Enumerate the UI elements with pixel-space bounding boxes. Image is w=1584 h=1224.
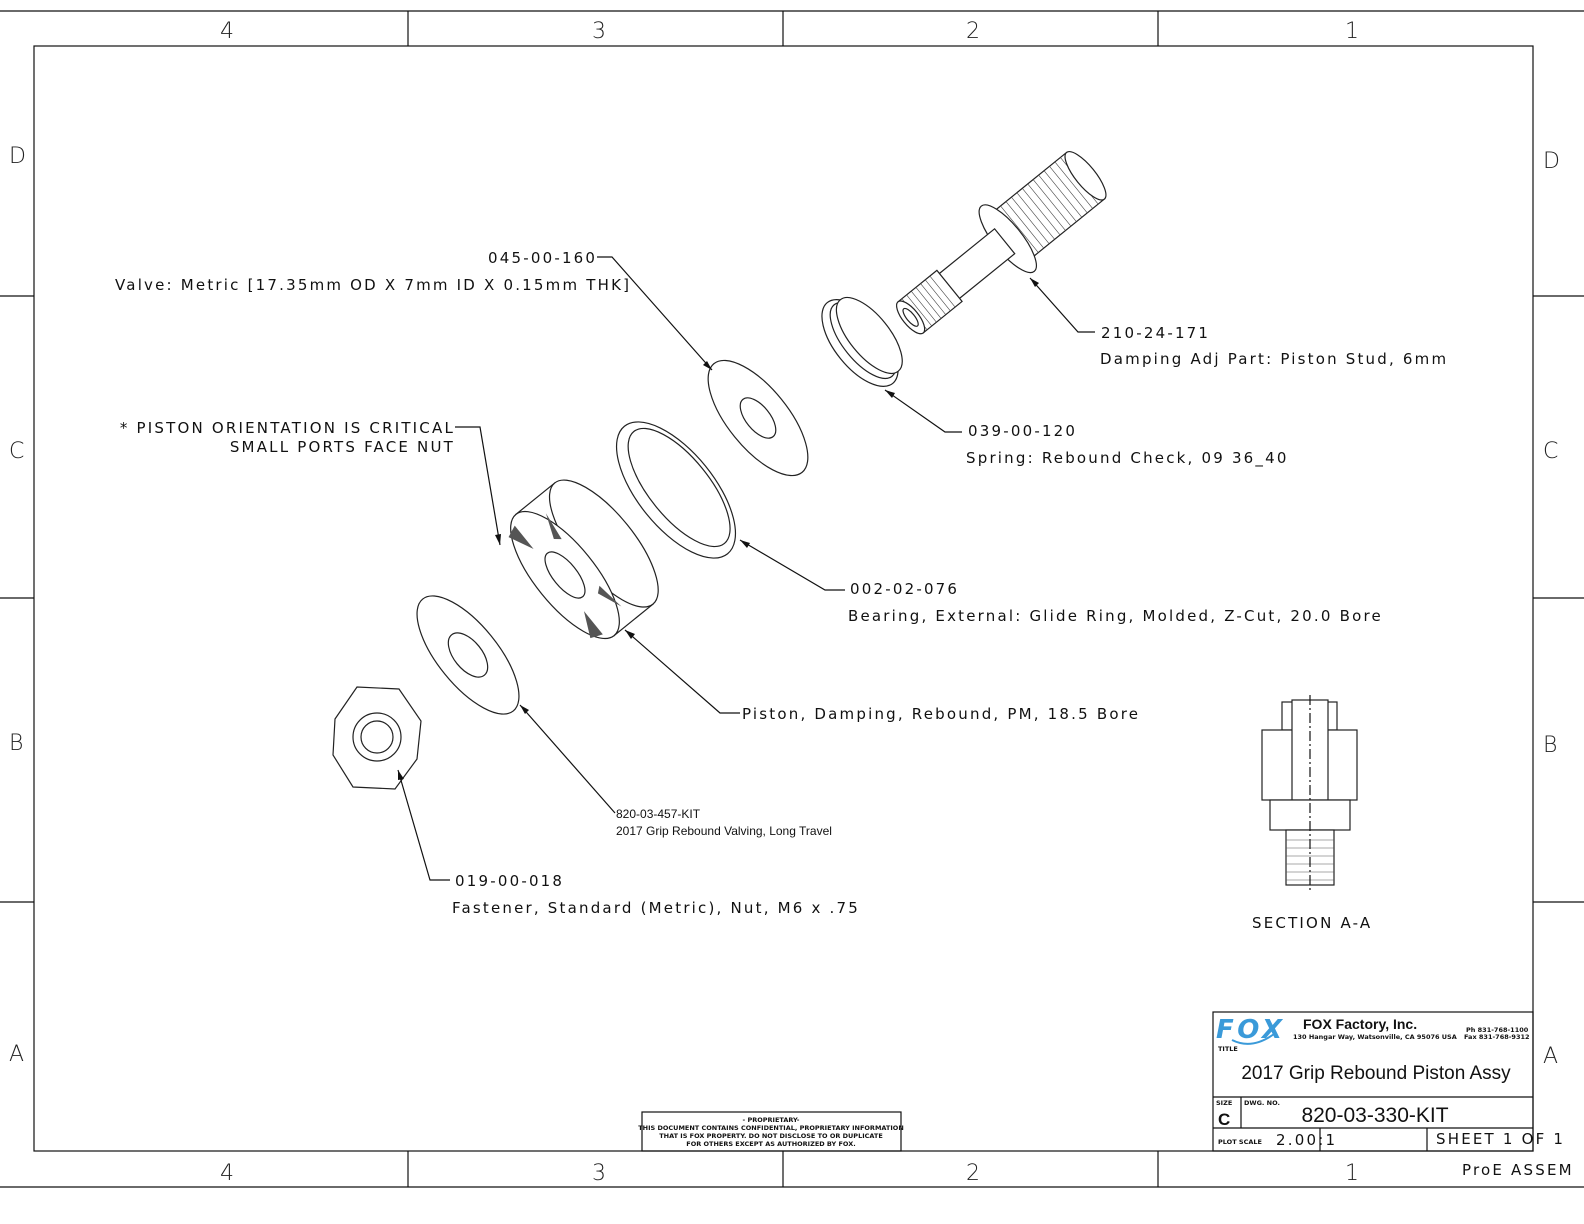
callout-description: Damping Adj Part: Piston Stud, 6mm: [1100, 350, 1448, 368]
svg-text:THIS DOCUMENT CONTAINS CONFIDE: THIS DOCUMENT CONTAINS CONFIDENTIAL, PRO…: [638, 1124, 904, 1132]
zone-row: C: [1543, 439, 1558, 464]
cad-source: ProE ASSEM: [1462, 1161, 1574, 1179]
drawing-size: C: [1218, 1110, 1230, 1129]
title-label: TITLE: [1218, 1045, 1238, 1053]
drawing-frame: [0, 10, 1584, 1188]
callout-part-number: 039-00-120: [968, 422, 1077, 440]
section-view: [1261, 695, 1358, 890]
zone-row: D: [1543, 149, 1560, 174]
drawing-number: 820-03-330-KIT: [1301, 1104, 1448, 1127]
company-name: FOX Factory, Inc.: [1303, 1016, 1417, 1032]
callout-part-number: 210-24-171: [1101, 324, 1210, 342]
zone-row: B: [9, 731, 23, 756]
zone-row: C: [9, 439, 24, 464]
svg-text:THAT IS FOX PROPERTY. DO NOT: THAT IS FOX PROPERTY. DO NOT DISCLOSE TO…: [659, 1132, 883, 1140]
section-label: SECTION A-A: [1252, 914, 1372, 932]
sheet-number: SHEET 1 OF 1: [1436, 1130, 1565, 1148]
company-phone: Ph 831-768-1100: [1466, 1026, 1529, 1034]
orientation-note: SMALL PORTS FACE NUT: [230, 438, 455, 456]
leader-lines: [397, 256, 1095, 881]
check-spring: [821, 296, 903, 387]
zone-col: 3: [592, 19, 606, 44]
zone-col: 4: [220, 1161, 234, 1186]
callout-part-number: 820-03-457-KIT: [616, 807, 701, 821]
zone-col: 1: [1345, 19, 1359, 44]
company-fax: Fax 831-768-9312: [1464, 1033, 1530, 1041]
callout-part-number: 045-00-160: [488, 249, 597, 267]
svg-text:PLOT SCALE: PLOT SCALE: [1218, 1138, 1262, 1146]
zone-col: 3: [592, 1161, 606, 1186]
fox-logo: FOX: [1216, 1015, 1284, 1045]
orientation-note: * PISTON ORIENTATION IS CRITICAL: [120, 419, 455, 437]
zone-col: 2: [966, 1161, 980, 1186]
drawing-title: 2017 Grip Rebound Piston Assy: [1241, 1063, 1511, 1084]
callout-description: Bearing, External: Glide Ring, Molded, Z…: [848, 607, 1383, 625]
proprietary-notice: - PROPRIETARY- THIS DOCUMENT CONTAINS CO…: [638, 1111, 904, 1152]
svg-text:FOR OTHERS EXCEPT AS AUTHORIZE: FOR OTHERS EXCEPT AS AUTHORIZED BY FOX.: [686, 1140, 855, 1148]
valve-shim: [707, 359, 809, 477]
washer: [416, 595, 520, 715]
callout-description: Valve: Metric [17.35mm OD X 7mm ID X 0.1…: [115, 276, 631, 294]
callout-description: Fastener, Standard (Metric), Nut, M6 x .…: [452, 899, 860, 917]
zone-row: A: [1543, 1044, 1558, 1069]
zone-col: 1: [1345, 1161, 1359, 1186]
company-address: 130 Hangar Way, Watsonville, CA 95076 US…: [1293, 1033, 1457, 1041]
callouts: 045-00-160 Valve: Metric [17.35mm OD X 7…: [115, 249, 1448, 917]
callout-part-number: 019-00-018: [455, 872, 564, 890]
callout-description: Spring: Rebound Check, 09 36_40: [966, 449, 1289, 468]
zone-col: 4: [220, 19, 234, 44]
zone-row: B: [1543, 733, 1557, 758]
zone-labels: 4 3 2 1 4 3 2 1 D C B A D C B A: [9, 19, 1560, 1186]
glide-ring: [615, 421, 737, 559]
piston-stud: [895, 151, 1107, 335]
svg-text:- PROPRIETARY-: - PROPRIETARY-: [743, 1116, 800, 1124]
zone-col: 2: [966, 19, 980, 44]
svg-text:SIZE: SIZE: [1216, 1099, 1232, 1107]
svg-text:DWG. NO.: DWG. NO.: [1244, 1099, 1280, 1107]
piston: [508, 479, 659, 640]
title-block: FOX FOX Factory, Inc. 130 Hangar Way, Wa…: [1212, 1011, 1574, 1179]
plot-scale: 2.00:1: [1276, 1131, 1337, 1149]
zone-row: A: [9, 1042, 24, 1067]
callout-description: Piston, Damping, Rebound, PM, 18.5 Bore: [742, 705, 1140, 723]
exploded-assembly: [332, 151, 1107, 790]
callout-description: 2017 Grip Rebound Valving, Long Travel: [616, 824, 832, 838]
zone-row: D: [9, 144, 26, 169]
callout-part-number: 002-02-076: [850, 580, 959, 598]
hex-nut: [332, 686, 422, 790]
svg-text:FOX: FOX: [1216, 1015, 1284, 1045]
